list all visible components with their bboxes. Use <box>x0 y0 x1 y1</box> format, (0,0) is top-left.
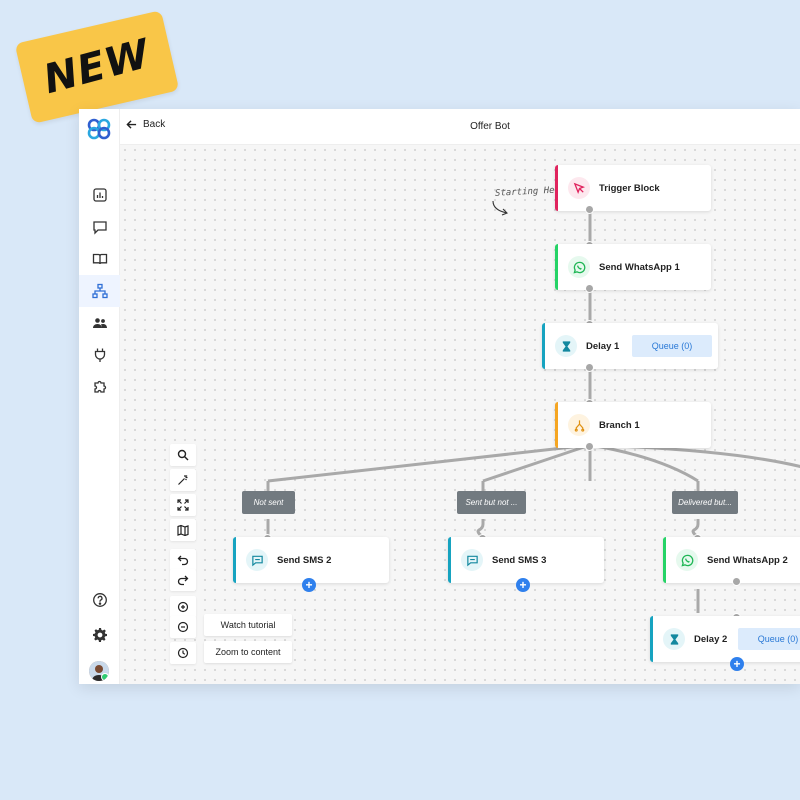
auto-arrange-button[interactable] <box>170 469 196 491</box>
history-icon <box>177 647 189 659</box>
node-label: Send SMS 2 <box>277 554 332 566</box>
node-branch-1[interactable]: Branch 1 <box>555 402 711 448</box>
arrow-left-icon <box>126 120 137 129</box>
node-trigger-block[interactable]: Trigger Block <box>555 165 711 211</box>
whatsapp-icon <box>676 549 698 571</box>
book-icon <box>92 253 107 265</box>
add-step-button[interactable]: + <box>730 657 744 671</box>
sms-icon <box>246 549 268 571</box>
branch-condition-not-sent[interactable]: Not sent <box>242 491 295 514</box>
chat-icon <box>92 221 107 235</box>
branch-icon <box>568 414 590 436</box>
help-button[interactable] <box>79 584 120 616</box>
node-label: Delay 2 <box>694 633 728 645</box>
sidebar-item-flows[interactable] <box>79 275 120 307</box>
connector-dot[interactable] <box>585 284 594 293</box>
fit-view-button[interactable] <box>170 494 196 516</box>
users-icon <box>92 318 107 328</box>
sms-icon <box>461 549 483 571</box>
user-avatar-icon <box>89 661 109 681</box>
node-send-sms-2[interactable]: Send SMS 2 <box>233 537 389 583</box>
hourglass-icon <box>555 335 577 357</box>
top-bar: Back Offer Bot <box>120 109 800 145</box>
node-label: Send WhatsApp 1 <box>599 261 680 273</box>
node-label: Delay 1 <box>586 340 620 352</box>
minimap-button[interactable] <box>170 519 196 541</box>
flow-canvas[interactable]: Starting Here Trigger Block Send WhatsAp… <box>120 145 800 684</box>
back-button[interactable]: Back <box>126 119 165 130</box>
sidebar-item-contacts[interactable] <box>79 307 120 339</box>
connector-dot[interactable] <box>732 577 741 586</box>
sidebar-item-conversations[interactable] <box>79 211 120 243</box>
whatsapp-icon <box>568 256 590 278</box>
expand-icon <box>177 499 189 511</box>
watch-tutorial-button[interactable]: Watch tutorial <box>204 614 292 636</box>
app-logo-icon <box>87 118 111 140</box>
page-title: Offer Bot <box>470 121 510 132</box>
magic-wand-icon <box>178 475 188 485</box>
branch-condition-delivered-but[interactable]: Delivered but... <box>672 491 738 514</box>
node-send-whatsapp-2[interactable]: Send WhatsApp 2 <box>663 537 800 583</box>
node-delay-1[interactable]: Delay 1 Queue (0) <box>542 323 718 369</box>
history-button[interactable] <box>170 642 196 664</box>
hourglass-icon <box>663 628 685 650</box>
connector-dot[interactable] <box>585 363 594 372</box>
node-send-sms-3[interactable]: Send SMS 3 <box>448 537 604 583</box>
queue-badge[interactable]: Queue (0) <box>738 628 800 650</box>
add-step-button[interactable]: + <box>302 578 316 592</box>
branch-condition-sent-but-not[interactable]: Sent but not ... <box>457 491 526 514</box>
help-icon <box>92 593 107 607</box>
undo-icon <box>177 555 189 566</box>
undo-button[interactable] <box>170 549 196 571</box>
map-icon <box>177 524 189 536</box>
bar-chart-icon <box>92 188 107 202</box>
node-send-whatsapp-1[interactable]: Send WhatsApp 1 <box>555 244 711 290</box>
cursor-icon <box>568 177 590 199</box>
redo-icon <box>177 575 189 586</box>
connector-dot[interactable] <box>585 442 594 451</box>
redo-button[interactable] <box>170 569 196 591</box>
zoom-in-button[interactable] <box>170 596 196 618</box>
zoom-out-button[interactable] <box>170 616 196 638</box>
node-label: Trigger Block <box>599 182 660 194</box>
puzzle-icon <box>93 380 106 393</box>
connector-dot[interactable] <box>585 205 594 214</box>
sidebar <box>79 109 120 684</box>
queue-badge[interactable]: Queue (0) <box>632 335 712 357</box>
node-delay-2[interactable]: Delay 2 Queue (0) <box>650 616 800 662</box>
new-badge: NEW <box>14 10 180 124</box>
curved-arrow-icon <box>492 200 508 216</box>
avatar[interactable] <box>89 661 109 681</box>
zoom-to-content-button[interactable]: Zoom to content <box>204 641 292 663</box>
node-label: Send SMS 3 <box>492 554 547 566</box>
sidebar-item-extensions[interactable] <box>79 371 120 403</box>
gear-icon <box>92 628 107 642</box>
sidebar-item-reports[interactable] <box>79 179 120 211</box>
flow-icon <box>91 283 108 299</box>
zoom-in-icon <box>177 601 189 613</box>
zoom-out-icon <box>177 621 189 633</box>
sidebar-item-knowledge[interactable] <box>79 243 120 275</box>
settings-button[interactable] <box>79 619 120 651</box>
plug-icon <box>94 348 105 362</box>
sidebar-item-integrations[interactable] <box>79 339 120 371</box>
search-tool-button[interactable] <box>170 444 196 466</box>
back-label: Back <box>143 119 166 130</box>
node-label: Branch 1 <box>599 419 640 431</box>
search-icon <box>177 449 189 461</box>
new-badge-text: NEW <box>38 30 156 104</box>
node-label: Send WhatsApp 2 <box>707 554 788 566</box>
connector-lines <box>266 207 800 613</box>
app-window: Back Offer Bot Starting Here Trigger Blo… <box>79 109 800 684</box>
add-step-button[interactable]: + <box>516 578 530 592</box>
